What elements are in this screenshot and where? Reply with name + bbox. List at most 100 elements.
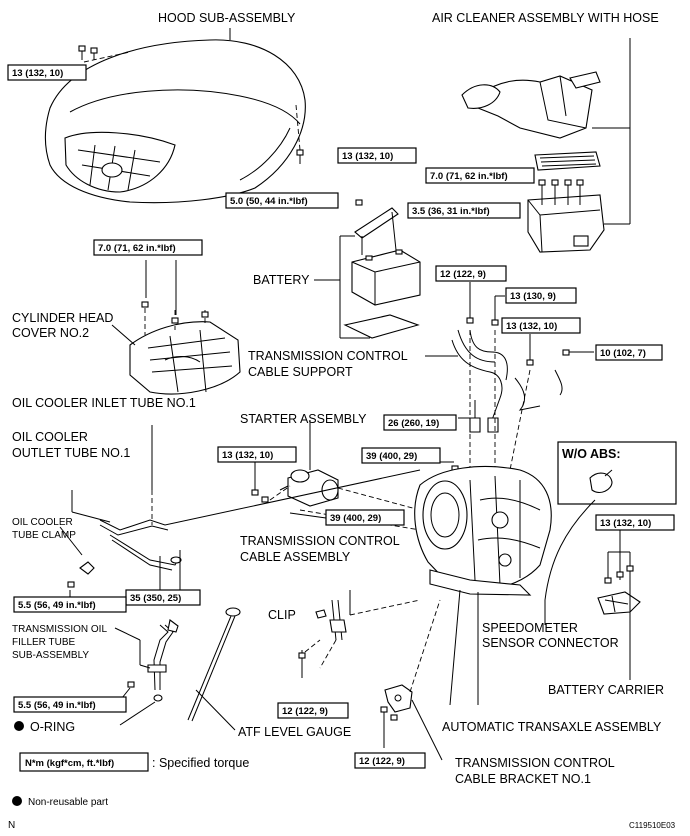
svg-text:13 (132, 10): 13 (132, 10): [342, 151, 393, 162]
svg-text:39 (400, 29): 39 (400, 29): [330, 513, 381, 524]
bolt-icon: [526, 359, 534, 366]
legend-torque-text: : Specified torque: [152, 756, 249, 770]
battery-carrier-label: BATTERY CARRIER: [548, 683, 664, 697]
nonreusable-legend-dot-icon: [12, 796, 22, 806]
torque-battery-hold: 3.5 (36, 31 in.*lbf): [407, 202, 521, 219]
svg-text:12 (122, 9): 12 (122, 9): [282, 706, 328, 717]
tube-clamp-label-line2: TUBE CLAMP: [12, 530, 76, 541]
torque-10: 10 (102, 7): [595, 344, 663, 361]
torque-12b: 12 (122, 9): [277, 702, 349, 719]
torque-39a: 39 (400, 29): [361, 447, 441, 464]
figure-code: C119510E03: [629, 821, 676, 830]
cable-bracket-label-line2: CABLE BRACKET NO.1: [455, 772, 591, 786]
bolt-icon: [127, 681, 135, 688]
legend-torque-box: [19, 752, 149, 772]
torque-26: 26 (260, 19): [383, 414, 457, 431]
nonreusable-legend-text: Non-reusable part: [28, 797, 108, 808]
cable-support-label-line1: TRANSMISSION CONTROL: [248, 349, 408, 363]
svg-text:3.5 (36, 31 in.*lbf): 3.5 (36, 31 in.*lbf): [412, 206, 490, 217]
torque-39b: 39 (400, 29): [325, 509, 405, 526]
svg-text:26 (260, 19): 26 (260, 19): [388, 418, 439, 429]
svg-text:5.5 (56, 49 in.*lbf): 5.5 (56, 49 in.*lbf): [18, 600, 96, 611]
cylinder-head-cover-illustration: [129, 321, 241, 395]
battery-label: BATTERY: [253, 273, 310, 287]
bolt-icon: [298, 652, 306, 659]
torque-13a: 13 (130, 9): [505, 287, 577, 304]
clip-illustration: [315, 599, 347, 641]
corner-n-mark: N: [8, 820, 15, 831]
svg-text:5.5 (56, 49 in.*lbf): 5.5 (56, 49 in.*lbf): [18, 700, 96, 711]
speedometer-connector-label-line2: SENSOR CONNECTOR: [482, 636, 619, 650]
cylinder-head-cover-label-line1: CYLINDER HEAD: [12, 311, 113, 325]
control-cable-assembly-label-line1: TRANSMISSION CONTROL: [240, 534, 400, 548]
svg-text:13 (130, 9): 13 (130, 9): [510, 291, 556, 302]
speedometer-connector-label-line1: SPEEDOMETER: [482, 621, 578, 635]
svg-text:7.0 (71, 62 in.*lbf): 7.0 (71, 62 in.*lbf): [98, 243, 176, 254]
cable-support-label-line2: CABLE SUPPORT: [248, 365, 353, 379]
bolt-icon: [380, 706, 388, 713]
battery-carrier-illustration: [597, 591, 641, 615]
bolt-icon: [78, 45, 304, 164]
cable-bracket-illustration: [384, 684, 413, 713]
svg-text:12 (122, 9): 12 (122, 9): [359, 756, 405, 767]
bolt-icon: [538, 179, 584, 205]
svg-text:13 (132, 10): 13 (132, 10): [222, 450, 273, 461]
svg-text:12 (122, 9): 12 (122, 9): [440, 269, 486, 280]
filler-tube-label-line2: FILLER TUBE: [12, 637, 75, 648]
atf-gauge-illustration: [187, 607, 241, 722]
svg-text:39 (400, 29): 39 (400, 29): [366, 451, 417, 462]
bolt-icon: [67, 581, 75, 588]
torque-battery-clamp: 5.0 (50, 44 in.*lbf): [225, 192, 339, 209]
svg-text:35 (350, 25): 35 (350, 25): [130, 593, 181, 604]
atf-gauge-label: ATF LEVEL GAUGE: [238, 725, 351, 739]
oil-cooler-outlet-label-line2: OUTLET TUBE NO.1: [12, 446, 130, 460]
bolt-icon: [604, 565, 634, 584]
oil-cooler-tubes-illustration: [79, 469, 421, 575]
svg-text:13 (132, 10): 13 (132, 10): [600, 518, 651, 529]
air-cleaner-label: AIR CLEANER ASSEMBLY WITH HOSE: [432, 11, 659, 25]
air-cleaner-illustration: [461, 71, 605, 253]
wo-abs-label: W/O ABS:: [562, 447, 621, 461]
bolt-icon: [466, 317, 474, 324]
cable-support-illustration: [451, 329, 563, 433]
bolt-icon: [355, 199, 363, 206]
bolt-icon: [562, 349, 570, 356]
torque-13b: 13 (132, 10): [501, 317, 581, 334]
transaxle-label: AUTOMATIC TRANSAXLE ASSEMBLY: [442, 720, 662, 734]
battery-illustration: [343, 207, 421, 339]
transaxle-illustration: [414, 465, 552, 596]
legend-torque-unit: N*m (kgf*cm, ft.*lbf): [25, 758, 114, 769]
nonreusable-dot-icon: [14, 721, 24, 731]
speedometer-connector-illustration: [589, 469, 613, 493]
svg-text:5.0 (50, 44 in.*lbf): 5.0 (50, 44 in.*lbf): [230, 196, 308, 207]
bolt-icon: [390, 714, 398, 721]
svg-text:13 (132, 10): 13 (132, 10): [506, 321, 557, 332]
wo-abs-inset: [557, 441, 677, 505]
oil-cooler-inlet-label: OIL COOLER INLET TUBE NO.1: [12, 396, 196, 410]
cylinder-head-cover-label-line2: COVER NO.2: [12, 326, 89, 340]
bolt-icon: [491, 319, 499, 326]
tube-clamp-label-line1: OIL COOLER: [12, 517, 73, 528]
torque-55a: 5.5 (56, 49 in.*lbf): [13, 596, 127, 613]
oring-part-icon: [153, 694, 163, 702]
bolt-icon: [251, 489, 259, 496]
torque-hood-right: 13 (132, 10): [337, 147, 417, 164]
torque-hood-top: 13 (132, 10): [7, 64, 87, 81]
torque-starter-13: 13 (132, 10): [217, 446, 297, 463]
hood-illustration: [44, 39, 306, 204]
cable-bracket-label-line1: TRANSMISSION CONTROL: [455, 756, 615, 770]
bolt-icon: [261, 496, 269, 503]
control-cable-assembly-label-line2: CABLE ASSEMBLY: [240, 550, 351, 564]
starter-label: STARTER ASSEMBLY: [240, 412, 367, 426]
svg-text:7.0 (71, 62 in.*lbf): 7.0 (71, 62 in.*lbf): [430, 171, 508, 182]
oring-label: O-RING: [30, 720, 75, 734]
oil-cooler-outlet-label-line1: OIL COOLER: [12, 430, 88, 444]
torque-air-cleaner: 7.0 (71, 62 in.*lbf): [425, 167, 535, 184]
hood-label: HOOD SUB-ASSEMBLY: [158, 11, 296, 25]
torque-carrier-13: 13 (132, 10): [595, 514, 675, 531]
svg-text:10 (102, 7): 10 (102, 7): [600, 348, 646, 359]
svg-text:13 (132, 10): 13 (132, 10): [12, 68, 63, 79]
starter-illustration: [279, 469, 339, 507]
filler-tube-label-line1: TRANSMISSION OIL: [12, 624, 107, 635]
